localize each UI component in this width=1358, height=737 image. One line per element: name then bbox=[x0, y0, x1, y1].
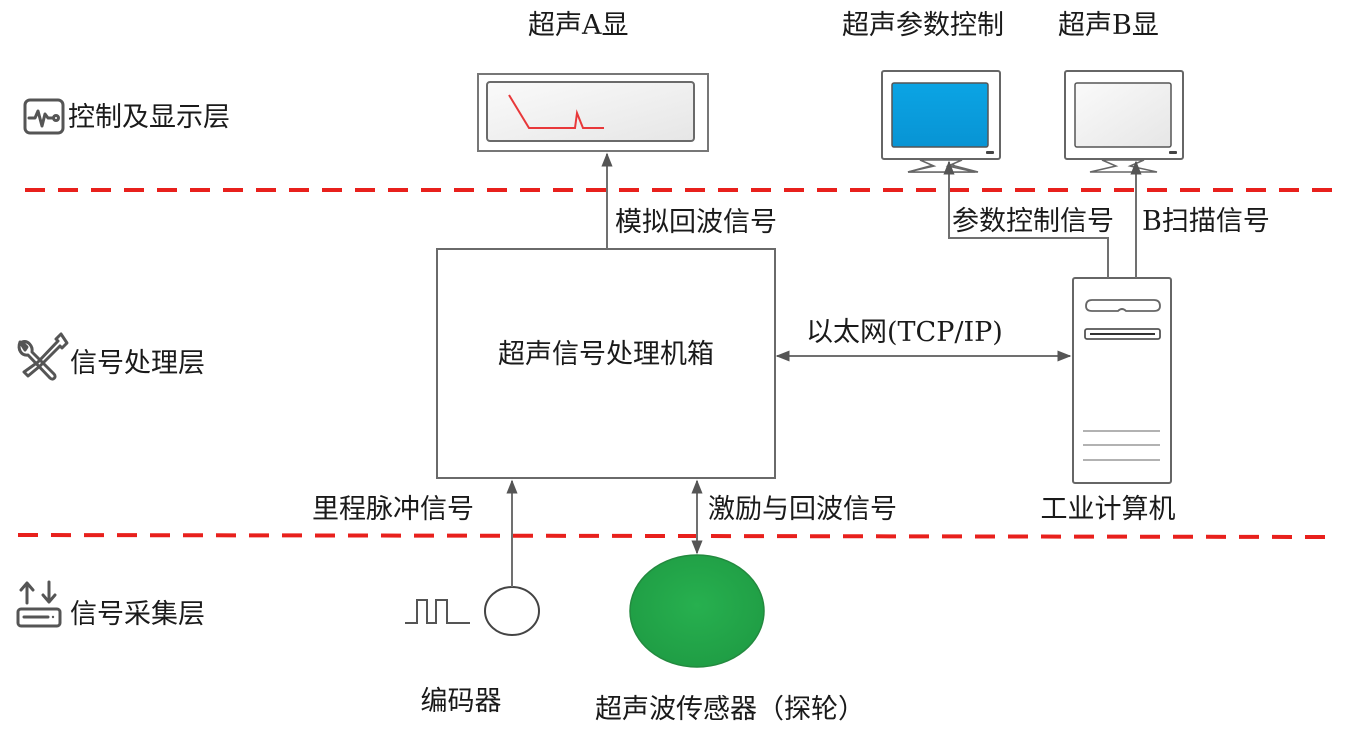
b-scan-monitor-label: 超声B显 bbox=[1058, 10, 1159, 41]
ultrasonic-sensor: 超声波传感器（探轮） bbox=[595, 554, 865, 725]
industrial-computer: 工业计算机 bbox=[1041, 277, 1176, 525]
connection-mileage-pulse: 里程脉冲信号 bbox=[312, 479, 518, 587]
a-scan-display-label: 超声A显 bbox=[528, 10, 629, 41]
layer-signal-processing: 信号处理层 bbox=[17, 332, 205, 381]
a-scan-trace bbox=[508, 94, 604, 129]
b-scan-monitor bbox=[1064, 70, 1184, 173]
connection-ethernet: 以太网(TCP/IP) bbox=[775, 317, 1072, 362]
a-scan-display bbox=[477, 73, 709, 152]
layer-divider-bottom bbox=[17, 533, 1334, 539]
signal-label: 里程脉冲信号 bbox=[312, 494, 474, 525]
layer-control-display: 控制及显示层 bbox=[23, 98, 230, 135]
layer-label: 控制及显示层 bbox=[68, 102, 230, 133]
connection-excitation-echo: 激励与回波信号 bbox=[691, 479, 897, 555]
upload-download-tray-icon bbox=[16, 580, 62, 628]
connection-analog-echo: 模拟回波信号 bbox=[601, 152, 777, 249]
param-control-monitor-label: 超声参数控制 bbox=[842, 10, 1004, 41]
processing-chassis: 超声信号处理机箱 bbox=[436, 248, 776, 479]
param-control-monitor bbox=[881, 70, 1001, 173]
connection-param-control: 参数控制信号 bbox=[943, 160, 1114, 278]
ultrasonic-sensor-label: 超声波传感器（探轮） bbox=[595, 694, 865, 725]
encoder: 编码器 bbox=[405, 586, 540, 717]
signal-label: B扫描信号 bbox=[1142, 206, 1270, 237]
layer-label: 信号采集层 bbox=[70, 599, 205, 630]
signal-label: 模拟回波信号 bbox=[615, 207, 777, 238]
wrench-screwdriver-icon bbox=[17, 332, 69, 381]
layer-label: 信号处理层 bbox=[70, 348, 205, 379]
layer-signal-acquisition: 信号采集层 bbox=[16, 580, 205, 630]
waveform-monitor-icon bbox=[23, 98, 65, 135]
pulse-waveform-icon bbox=[405, 599, 470, 624]
signal-label: 参数控制信号 bbox=[952, 206, 1114, 237]
signal-label: 激励与回波信号 bbox=[708, 494, 897, 525]
signal-label: 以太网(TCP/IP) bbox=[806, 317, 1003, 348]
processing-chassis-label: 超声信号处理机箱 bbox=[498, 339, 714, 370]
industrial-computer-label: 工业计算机 bbox=[1041, 494, 1176, 525]
encoder-label: 编码器 bbox=[421, 686, 502, 717]
encoder-wheel bbox=[484, 586, 540, 636]
connection-b-scan: B扫描信号 bbox=[1130, 160, 1270, 278]
